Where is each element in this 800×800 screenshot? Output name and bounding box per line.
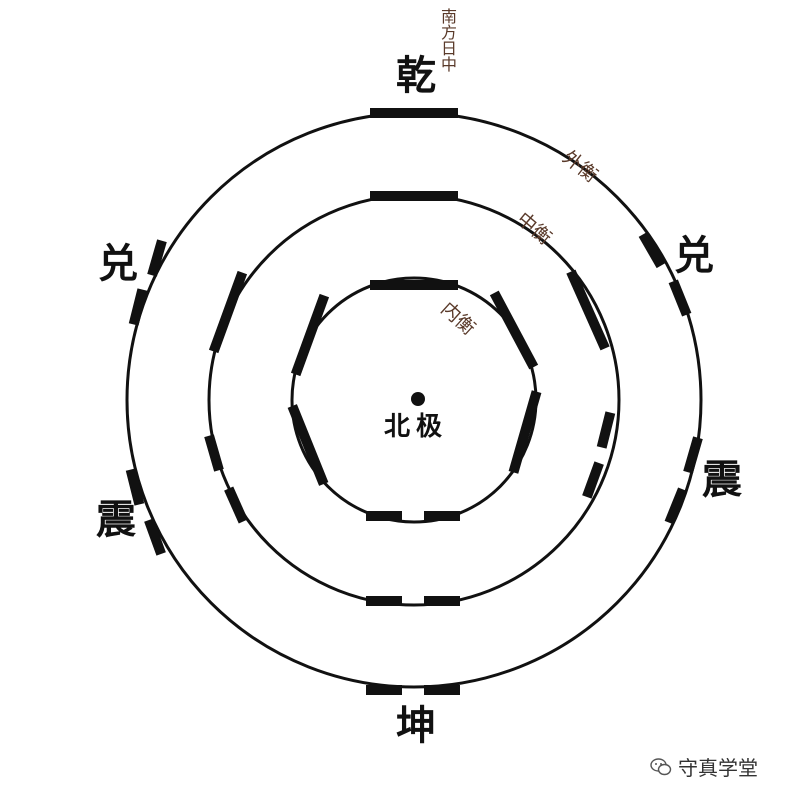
line-inner-top — [370, 280, 458, 290]
line-inner-ur — [489, 290, 539, 370]
trigram-bottom: 坤 — [396, 702, 436, 749]
line-middle-top — [370, 191, 458, 201]
line-outer-ll-1 — [125, 468, 145, 506]
watermark: 守真学堂 — [650, 752, 758, 781]
line-inner-lr — [508, 390, 542, 474]
line-middle-bottom-left — [366, 596, 402, 606]
line-middle-ur — [566, 269, 610, 351]
trigram-upper-left: 兑 — [98, 240, 138, 287]
top-note: 南方日中 — [438, 8, 457, 72]
line-outer-lr-2 — [664, 487, 688, 525]
line-outer-ll-2 — [144, 518, 166, 556]
line-inner-bottom-right — [424, 511, 460, 521]
wechat-icon — [650, 757, 672, 775]
line-inner-ul — [290, 293, 330, 377]
line-outer-bottom-right — [424, 685, 460, 695]
line-outer-ur-1 — [638, 231, 666, 269]
line-middle-lr-1 — [596, 411, 616, 449]
line-middle-ll-2 — [224, 486, 248, 524]
line-outer-top — [370, 108, 458, 118]
line-inner-bottom-left — [366, 511, 402, 521]
line-outer-ur-2 — [668, 279, 692, 317]
trigram-upper-right: 兑 — [674, 232, 714, 279]
line-middle-lr-2 — [582, 461, 604, 499]
trigram-lower-left: 震 — [96, 496, 136, 543]
trigram-lower-right: 震 — [702, 456, 742, 503]
line-middle-ll-1 — [204, 434, 224, 472]
line-outer-ul-2 — [128, 288, 148, 326]
pole-dot — [411, 392, 425, 406]
line-middle-ul — [208, 270, 248, 354]
line-outer-lr-1 — [683, 436, 703, 474]
watermark-text: 守真学堂 — [678, 756, 758, 780]
line-outer-bottom-left — [366, 685, 402, 695]
trigram-top: 乾 — [396, 52, 436, 99]
line-inner-ll — [287, 404, 329, 486]
line-outer-ul-1 — [147, 239, 167, 277]
center-label: 北极 — [384, 412, 449, 442]
line-middle-bottom-right — [424, 596, 460, 606]
